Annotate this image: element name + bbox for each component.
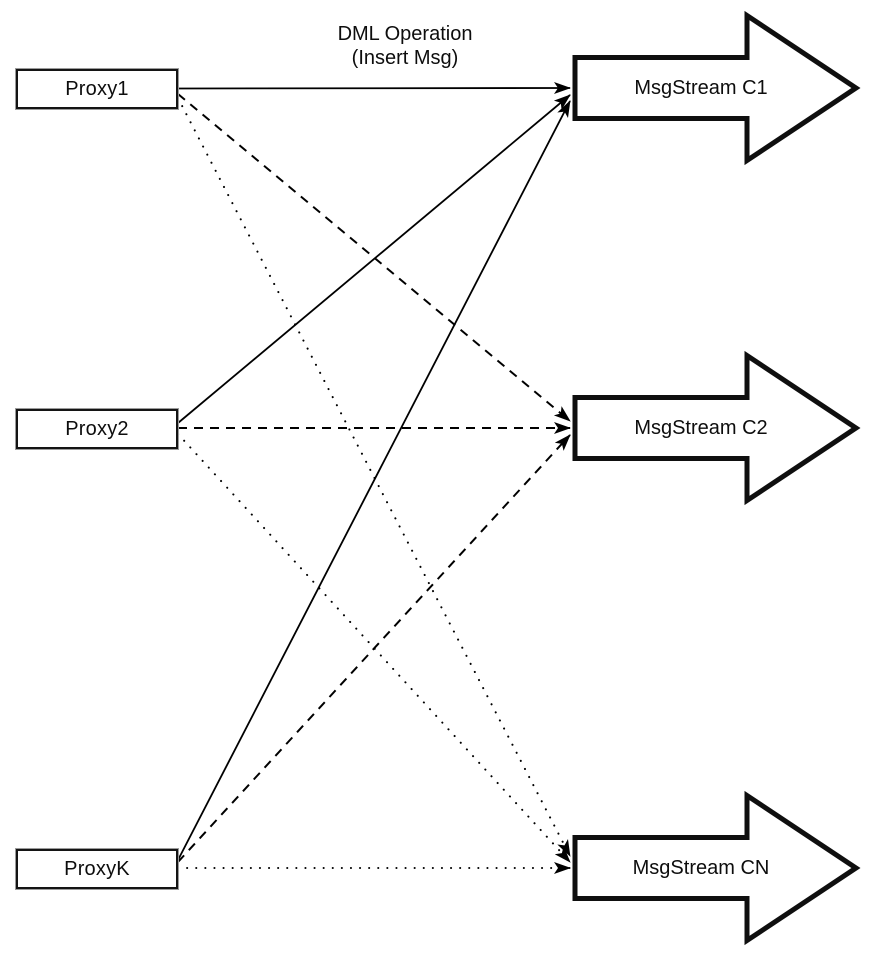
proxy2-box: Proxy2	[16, 409, 178, 449]
edge-proxyk-c1	[177, 100, 571, 861]
msgstream-cn-arrow-shape	[572, 790, 861, 946]
msgstream-c2-arrow-shape	[572, 350, 861, 506]
dml-operation-label-line2: (Insert Msg)	[351, 47, 459, 69]
stream-arrows	[572, 10, 861, 946]
edges-dotted-cn	[177, 97, 571, 874]
proxy1-label: Proxy1	[65, 77, 129, 100]
proxyk-label: ProxyK	[64, 857, 130, 880]
proxy2-label: Proxy2	[65, 417, 129, 440]
proxyk-box: ProxyK	[16, 849, 178, 889]
edge-proxy1-c2	[177, 93, 571, 422]
dml-operation-label: DML Operation (Insert Msg)	[285, 22, 525, 70]
msgstream-c1-arrow-shape	[572, 10, 861, 166]
edge-proxy2-c1	[177, 94, 571, 424]
edge-proxy1-cn	[177, 97, 571, 857]
edges-solid-c1	[177, 82, 571, 861]
dml-operation-label-line1: DML Operation	[337, 23, 473, 45]
proxy1-box: Proxy1	[16, 69, 178, 109]
edge-proxy1-c1	[177, 82, 571, 95]
